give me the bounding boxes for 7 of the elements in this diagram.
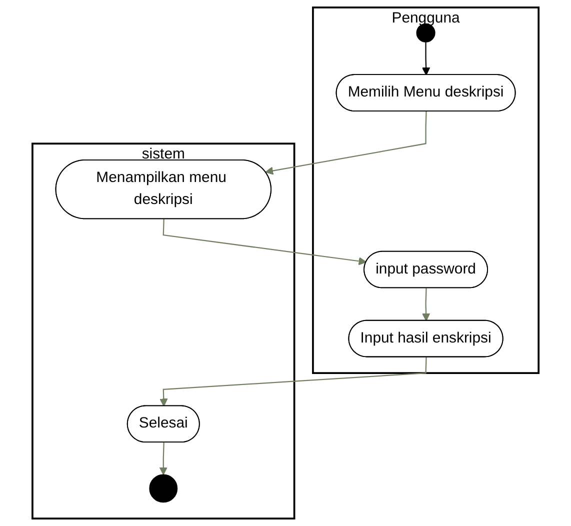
- node-circle: [149, 474, 178, 503]
- arrow: [422, 42, 430, 76]
- arrow: [162, 219, 367, 266]
- arrow: [265, 111, 427, 175]
- arrow: [422, 288, 430, 322]
- arrow: [160, 357, 427, 407]
- arrow: [159, 442, 168, 476]
